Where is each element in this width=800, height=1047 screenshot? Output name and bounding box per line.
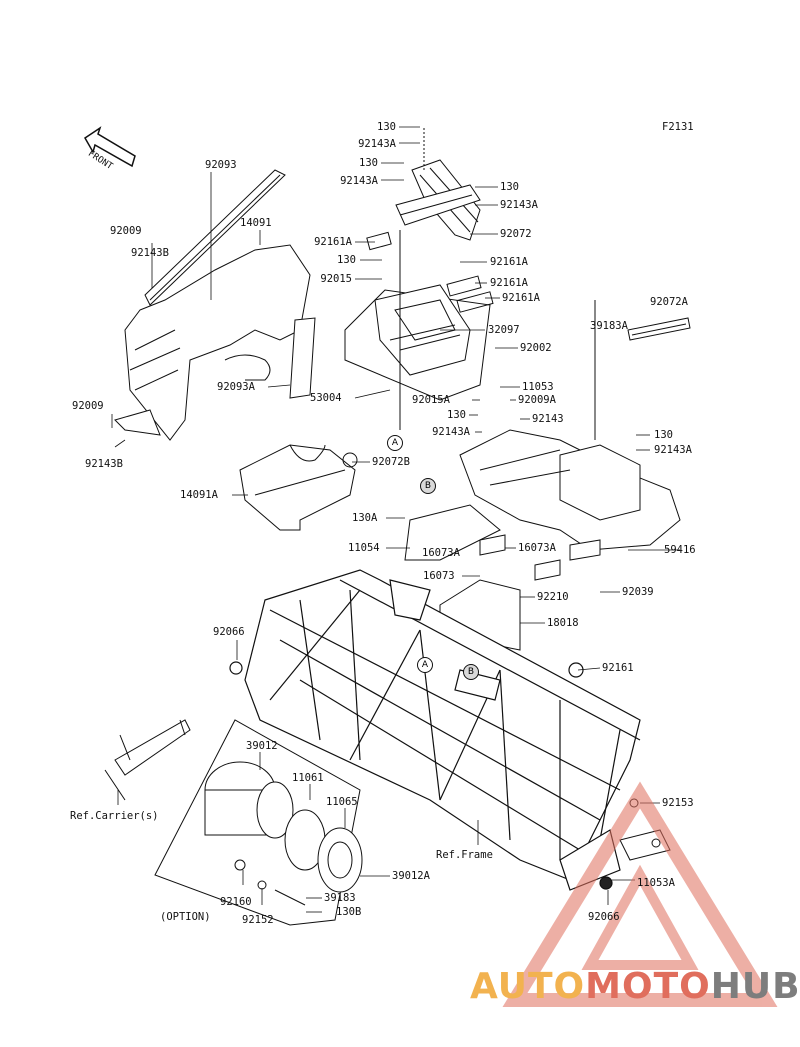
part-label: 92143A (500, 199, 538, 211)
carrier-ref-drawing (104, 719, 191, 801)
part-label: 39012A (392, 870, 430, 882)
part-label: 92161A (502, 292, 540, 304)
part-label: 130A (352, 512, 378, 524)
part-label: 92143A (432, 426, 470, 438)
part-label: 92161 (602, 662, 634, 674)
part-label: 92143A (340, 175, 378, 187)
part-label: 92072B (372, 456, 410, 468)
part-label: 92143B (131, 247, 169, 259)
part-label: 92143A (358, 138, 396, 150)
leader-lines (111, 126, 680, 913)
part-label: 130 (337, 254, 356, 266)
part-label: 92072 (500, 228, 532, 240)
part-label: 92143 (532, 413, 564, 425)
part-label: 16073A (422, 547, 460, 559)
part-label: 11065 (326, 796, 358, 808)
part-label: 92015A (412, 394, 450, 406)
part-label: 92093A (217, 381, 255, 393)
part-label: 18018 (547, 617, 579, 629)
part-label: 130B (336, 906, 362, 918)
part-label: 92210 (537, 591, 569, 603)
part-label: 92009 (110, 225, 142, 237)
left-fender-drawing (114, 169, 316, 441)
part-label: 92143A (654, 444, 692, 456)
part-label: 11061 (292, 772, 324, 784)
part-label: 11054 (348, 542, 380, 554)
part-label: 92039 (622, 586, 654, 598)
part-label: 92161A (490, 256, 528, 268)
callout-b: B (463, 664, 479, 680)
part-label: 92143B (85, 458, 123, 470)
watermark: AUTOMOTOHUB (470, 966, 800, 1007)
watermark-part: MOTO (585, 966, 711, 1007)
part-label: 53004 (310, 392, 342, 404)
part-label: Ref.Carrier(s) (70, 810, 159, 822)
part-label: 92161A (314, 236, 352, 248)
part-label: 11053A (637, 877, 675, 889)
part-label: 14091 (240, 217, 272, 229)
part-label: 14091A (180, 489, 218, 501)
part-label: 39012 (246, 740, 278, 752)
center-tray-drawing (344, 230, 494, 430)
part-label: (OPTION) (160, 911, 211, 923)
part-label: 92009 (72, 400, 104, 412)
part-label: 92066 (588, 911, 620, 923)
watermark-triangle-icon (502, 781, 778, 1007)
part-label: 39183A (590, 320, 628, 332)
part-label: 32097 (488, 324, 520, 336)
watermark-part: AUTO (470, 966, 586, 1007)
part-label: Ref.Frame (436, 849, 493, 861)
part-label: 16073A (518, 542, 556, 554)
part-label: 130 (654, 429, 673, 441)
callout-a: A (387, 435, 403, 451)
part-label: 92015 (320, 273, 352, 285)
part-label: 92152 (242, 914, 274, 926)
part-label: 92009A (518, 394, 556, 406)
upper-bracket-drawing (395, 128, 481, 241)
part-label: 130 (377, 121, 396, 133)
part-label: 92160 (220, 896, 252, 908)
winch-assembly-drawing (154, 719, 363, 926)
lower-fender-drawing (239, 444, 358, 531)
part-label: 130 (359, 157, 378, 169)
callout-b: B (420, 478, 436, 494)
part-label: 92161A (490, 277, 528, 289)
part-label: 11053 (522, 381, 554, 393)
callout-a: A (417, 657, 433, 673)
part-label: 92153 (662, 797, 694, 809)
part-label: 92066 (213, 626, 245, 638)
part-label: 16073 (423, 570, 455, 582)
figure-code: F2131 (662, 121, 694, 133)
part-label: 92002 (520, 342, 552, 354)
part-label: 39183 (324, 892, 356, 904)
part-label: 59416 (664, 544, 696, 556)
part-label: 92093 (205, 159, 237, 171)
part-label: 92072A (650, 296, 688, 308)
right-fender-drawing (404, 300, 691, 651)
front-arrow-icon (84, 126, 136, 168)
part-label: 130 (447, 409, 466, 421)
part-label: 130 (500, 181, 519, 193)
watermark-part: HUB (710, 966, 800, 1007)
